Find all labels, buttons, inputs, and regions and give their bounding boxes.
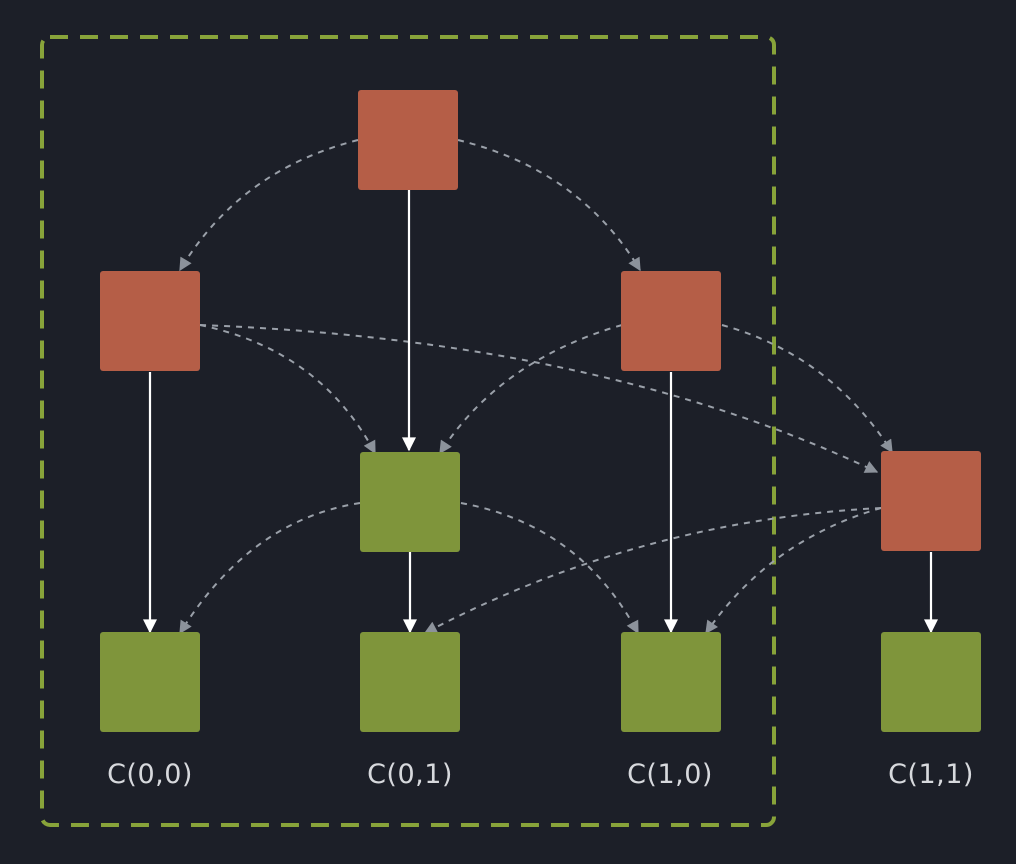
label-c10: C(1,0) bbox=[627, 759, 713, 790]
dashed-edge-top-to-right bbox=[457, 139, 641, 272]
orange-node-top bbox=[358, 90, 458, 190]
dashed-edge-top-to-left bbox=[179, 139, 359, 272]
label-c11: C(1,1) bbox=[888, 759, 974, 790]
dashed-edge-far-right-to-c10b bbox=[705, 507, 882, 635]
green-node-c01 bbox=[360, 632, 460, 732]
green-node-mid bbox=[360, 452, 460, 552]
dashed-edge-far-right-to-c01 bbox=[423, 507, 882, 634]
green-node-c00 bbox=[100, 632, 200, 732]
dashed-edge-mid-to-c10 bbox=[460, 502, 639, 635]
label-c00: C(0,0) bbox=[107, 759, 193, 790]
green-node-c10 bbox=[621, 632, 721, 732]
dashed-edge-right-to-far-right bbox=[721, 324, 893, 454]
orange-node-far-right bbox=[881, 451, 981, 551]
orange-node-right bbox=[621, 271, 721, 371]
green-node-c11 bbox=[881, 632, 981, 732]
group-boundary bbox=[40, 35, 776, 827]
dashed-edge-left-to-mid bbox=[199, 324, 376, 455]
dashed-edge-mid-to-c00 bbox=[179, 502, 361, 635]
dashed-edge-right-to-mid bbox=[439, 324, 623, 455]
label-c01: C(0,1) bbox=[367, 759, 453, 790]
dashed-edge-left-to-far-right bbox=[199, 324, 879, 473]
orange-node-left bbox=[100, 271, 200, 371]
